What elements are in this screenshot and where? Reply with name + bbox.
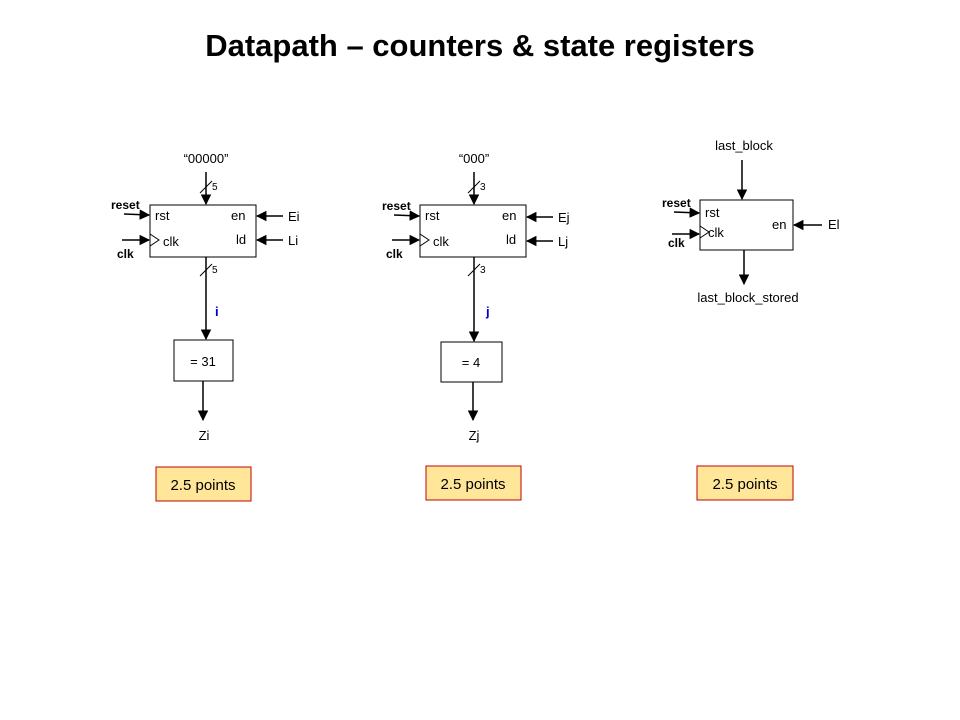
comparator-box (440, 341, 503, 383)
en-port-label: en (772, 217, 786, 232)
bus-width-slash (467, 180, 481, 194)
comparator-label: = 4 (462, 355, 480, 370)
signal-i-label: i (215, 304, 219, 319)
enable-input-label: El (828, 217, 840, 232)
clock-triangle-icon (699, 225, 710, 239)
load-value-label: “00000” (184, 151, 229, 166)
rst-port-label: rst (705, 205, 720, 220)
load-input-label: Lj (558, 234, 568, 249)
register-input-label: last_block (715, 138, 773, 153)
zero-flag-label: Zj (469, 428, 480, 443)
reset-wire (123, 209, 151, 220)
bus-width-slash (199, 180, 213, 194)
clock-triangle-icon (149, 233, 160, 247)
points-label: 2.5 points (712, 476, 777, 493)
ld-port-label: ld (506, 232, 516, 247)
enable-input-label: Ej (558, 210, 570, 225)
bus-width-slash (467, 263, 481, 277)
rst-port-label: rst (155, 208, 170, 223)
bus-out-width-label: 3 (480, 265, 486, 276)
counter-j: “000” 3 rst en clk ld reset clk Ej Lj 3 … (382, 151, 570, 501)
bus-width-slash (199, 263, 213, 277)
bus-in-width-label: 5 (212, 182, 218, 193)
clock-triangle-icon (419, 233, 430, 247)
en-port-label: en (502, 208, 516, 223)
points-label: 2.5 points (440, 476, 505, 493)
points-label: 2.5 points (170, 477, 235, 494)
clk-port-label: clk (163, 234, 179, 249)
reset-input-label: reset (382, 199, 411, 213)
counter-register-box (419, 204, 527, 258)
reset-input-label: reset (662, 196, 691, 210)
state-register-last-block: last_block rst clk en reset clk El last_… (662, 138, 840, 501)
signal-j-label: j (485, 304, 490, 319)
bus-in-width-label: 3 (480, 182, 486, 193)
clk-port-label: clk (433, 234, 449, 249)
reset-wire (393, 210, 421, 221)
register-output-label: last_block_stored (697, 290, 798, 305)
ld-port-label: ld (236, 232, 246, 247)
counter-i: “00000” 5 rst en clk ld reset clk Ei Li … (111, 151, 300, 502)
clk-port-label: clk (708, 225, 724, 240)
page-title: Datapath – counters & state registers (205, 28, 755, 63)
points-badge (155, 466, 252, 502)
clk-input-label: clk (386, 247, 403, 261)
reset-wire (673, 207, 701, 218)
bus-out-width-label: 5 (212, 265, 218, 276)
points-badge (425, 465, 522, 501)
counter-register-box (149, 204, 257, 258)
clk-input-label: clk (117, 247, 134, 261)
comparator-label: = 31 (190, 354, 216, 369)
zero-flag-label: Zi (199, 428, 210, 443)
points-badge (696, 465, 794, 501)
load-input-label: Li (288, 233, 298, 248)
enable-input-label: Ei (288, 209, 300, 224)
register-box (699, 199, 794, 251)
en-port-label: en (231, 208, 245, 223)
rst-port-label: rst (425, 208, 440, 223)
load-value-label: “000” (459, 151, 489, 166)
reset-input-label: reset (111, 198, 140, 212)
clk-input-label: clk (668, 236, 685, 250)
